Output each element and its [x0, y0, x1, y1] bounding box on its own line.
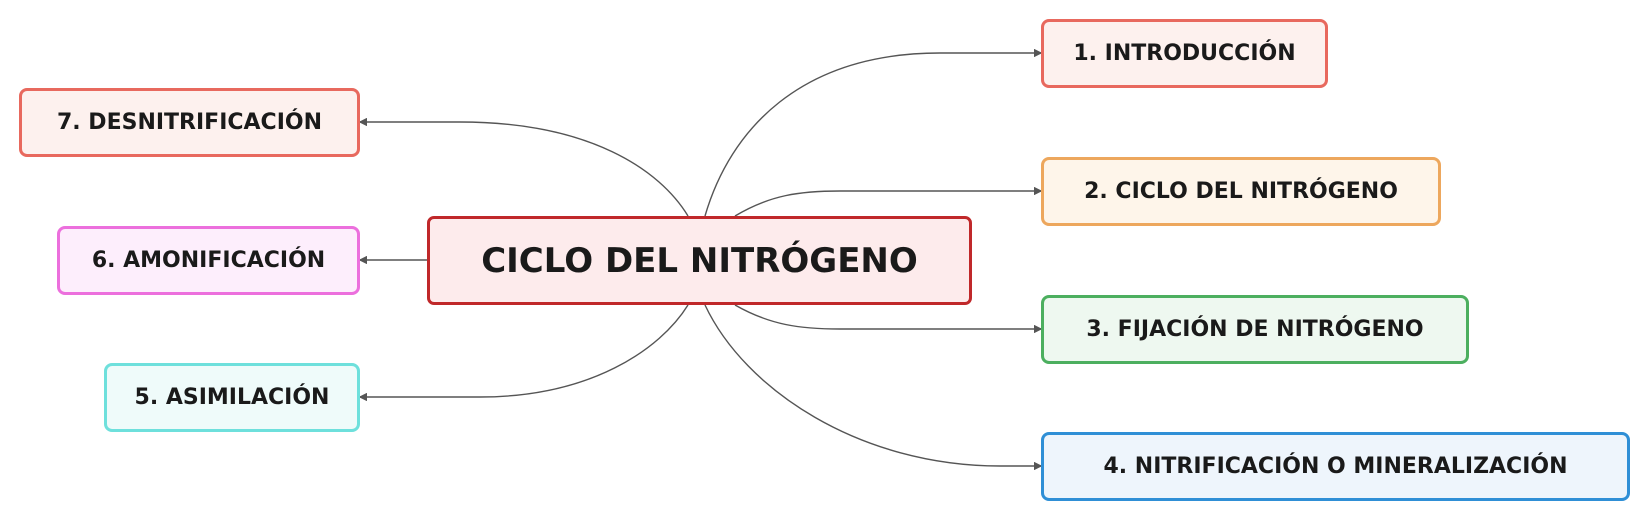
central-topic-node[interactable]: CICLO DEL NITRÓGENO: [427, 216, 972, 305]
topic-asimilacion[interactable]: 5. ASIMILACIÓN: [104, 363, 360, 432]
topic-label: 2. CICLO DEL NITRÓGENO: [1084, 179, 1398, 204]
topic-introduccion[interactable]: 1. INTRODUCCIÓN: [1041, 19, 1328, 88]
topic-ciclo-del-nitrogeno[interactable]: 2. CICLO DEL NITRÓGENO: [1041, 157, 1441, 226]
topic-label: 4. NITRIFICACIÓN O MINERALIZACIÓN: [1103, 454, 1568, 479]
topic-label: 3. FIJACIÓN DE NITRÓGENO: [1086, 317, 1424, 342]
topic-label: 5. ASIMILACIÓN: [134, 385, 330, 410]
connector-asimilacion: [358, 304, 689, 402]
connector-introduccion: [704, 48, 1043, 217]
topic-amonificacion[interactable]: 6. AMONIFICACIÓN: [57, 226, 360, 295]
central-topic-label: CICLO DEL NITRÓGENO: [481, 240, 918, 281]
connector-nitrificacion: [704, 304, 1043, 471]
topic-label: 7. DESNITRIFICACIÓN: [56, 110, 323, 135]
topic-label: 1. INTRODUCCIÓN: [1073, 41, 1296, 66]
topic-fijacion-de-nitrogeno[interactable]: 3. FIJACIÓN DE NITRÓGENO: [1041, 295, 1469, 364]
topic-nitrificacion-o-mineralizacion[interactable]: 4. NITRIFICACIÓN O MINERALIZACIÓN: [1041, 432, 1630, 501]
connector-desnitrificacion: [358, 117, 689, 217]
connector-ciclo-del-nitrogeno: [734, 186, 1043, 217]
connector-fijacion-de-nitrogeno: [734, 304, 1043, 334]
topic-desnitrificacion[interactable]: 7. DESNITRIFICACIÓN: [19, 88, 360, 157]
topic-label: 6. AMONIFICACIÓN: [91, 248, 326, 273]
